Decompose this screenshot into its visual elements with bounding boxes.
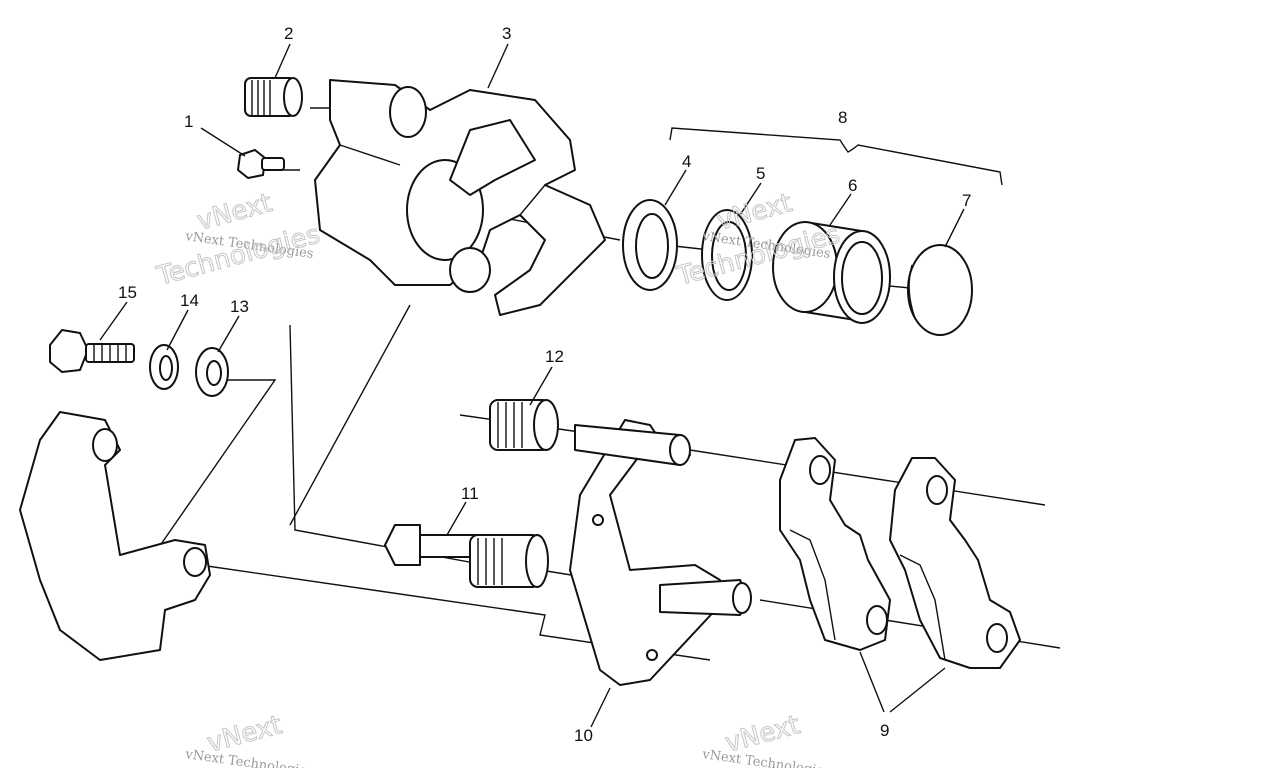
watermark-large-top: vNext <box>194 188 275 237</box>
part-1-bleed-screw <box>237 149 285 179</box>
part-12-sleeve <box>489 399 559 451</box>
part-9-brake-pads <box>779 437 1021 669</box>
part-2-plug <box>244 77 303 117</box>
part-3-caliper-body <box>314 79 606 316</box>
callout-1: 1 <box>184 112 193 131</box>
part-7-boot-cap <box>907 244 973 336</box>
watermark-small: vNext Technologies <box>183 747 314 768</box>
callout-11: 11 <box>461 484 479 503</box>
callout-5: 5 <box>756 164 765 183</box>
callout-9: 9 <box>880 721 889 740</box>
callout-4: 4 <box>682 152 691 171</box>
callout-8: 8 <box>838 108 847 127</box>
leader-lines <box>99 43 965 728</box>
callout-6: 6 <box>848 176 857 195</box>
callout-10: 10 <box>574 726 593 745</box>
callout-13: 13 <box>230 297 249 316</box>
watermark-small: vNext Technologies <box>700 747 831 768</box>
watermark: vNext vNext Technologies Technologies vN… <box>153 188 844 768</box>
callout-7: 7 <box>962 191 971 210</box>
part-14-lock-washer <box>149 344 179 390</box>
part-10-support-bracket <box>569 419 752 686</box>
part-13-washer <box>195 347 229 397</box>
callout-2: 2 <box>284 24 293 43</box>
watermark-large-top: vNext <box>714 188 795 237</box>
callout-3: 3 <box>502 24 511 43</box>
callout-labels: 1 2 3 4 5 6 7 8 9 10 11 12 13 14 15 <box>118 24 971 745</box>
part-4-seal-ring <box>622 199 678 291</box>
part-15-bolt <box>49 329 135 373</box>
callout-15: 15 <box>118 283 137 302</box>
part-6-piston <box>772 221 891 324</box>
mounting-bracket <box>19 411 211 661</box>
part-11-pin <box>384 524 549 588</box>
part-5-seal-ring <box>701 209 753 301</box>
callout-14: 14 <box>180 291 199 310</box>
callout-12: 12 <box>545 347 564 366</box>
part-8-bracket <box>669 127 1003 186</box>
